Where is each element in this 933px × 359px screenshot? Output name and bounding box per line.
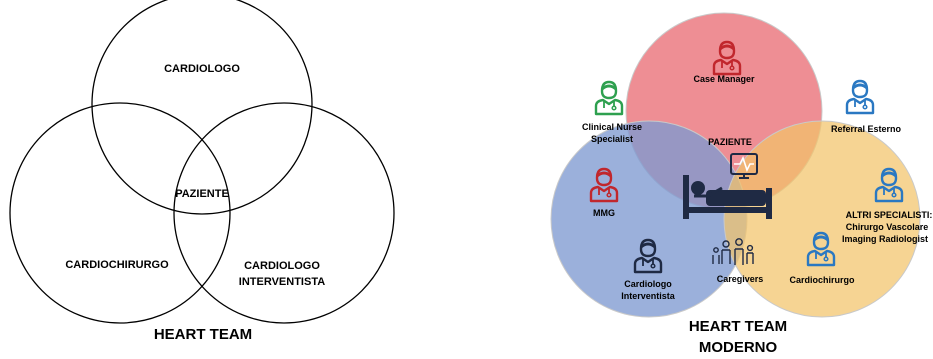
label-caregivers: Caregivers [717, 274, 764, 284]
label-clinical-nurse-2: Specialist [591, 134, 633, 144]
classic-venn: CARDIOLOGO PAZIENTE CARDIOCHIRURGO CARDI… [9, 0, 395, 343]
label-altri-specialisti-3: Imaging Radiologist [842, 234, 928, 244]
label-cardiologo: CARDIOLOGO [164, 63, 240, 75]
caption-heart-team: HEART TEAM [154, 326, 252, 343]
modern-venn: Case Manager Clinical Nurse Specialist R… [550, 12, 933, 356]
label-altri-specialisti-2: Chirurgo Vascolare [846, 222, 929, 232]
label-cardiochirurgo: CARDIOCHIRURGO [65, 259, 169, 271]
venn-circle-cardiochirurgo [9, 102, 231, 324]
label-clinical-nurse-1: Clinical Nurse [582, 122, 642, 132]
label-mmg: MMG [593, 208, 615, 218]
caregivers-family-icon [712, 238, 754, 265]
clinical-nurse-icon [594, 80, 624, 116]
label-referral-esterno: Referral Esterno [831, 124, 902, 134]
caption-heart-team-moderno-2: MODERNO [699, 339, 778, 356]
label-altri-specialisti-1: ALTRI SPECIALISTI: [846, 210, 933, 220]
heart-monitor-icon [730, 153, 758, 179]
referral-doctor-icon [845, 79, 875, 115]
hospital-bed-icon [683, 175, 772, 219]
venn-circle-cardiologo [91, 0, 313, 215]
caption-heart-team-moderno-1: HEART TEAM [689, 318, 787, 335]
label-cardiologo-interventista-2: Interventista [621, 291, 676, 301]
label-cardiologo-interventista-1: CARDIOLOGO [244, 260, 320, 272]
label-paziente: PAZIENTE [175, 188, 229, 200]
venn-circle-interventista [173, 102, 395, 324]
label-cardiochirurgo-modern: Cardiochirurgo [789, 275, 855, 285]
label-cardiologo-interventista-2: INTERVENTISTA [239, 276, 325, 288]
modern-circle-yellow [723, 120, 921, 318]
label-case-manager: Case Manager [693, 74, 755, 84]
label-paziente-modern: PAZIENTE [708, 137, 752, 147]
label-cardiologo-interventista-1: Cardiologo [624, 279, 672, 289]
